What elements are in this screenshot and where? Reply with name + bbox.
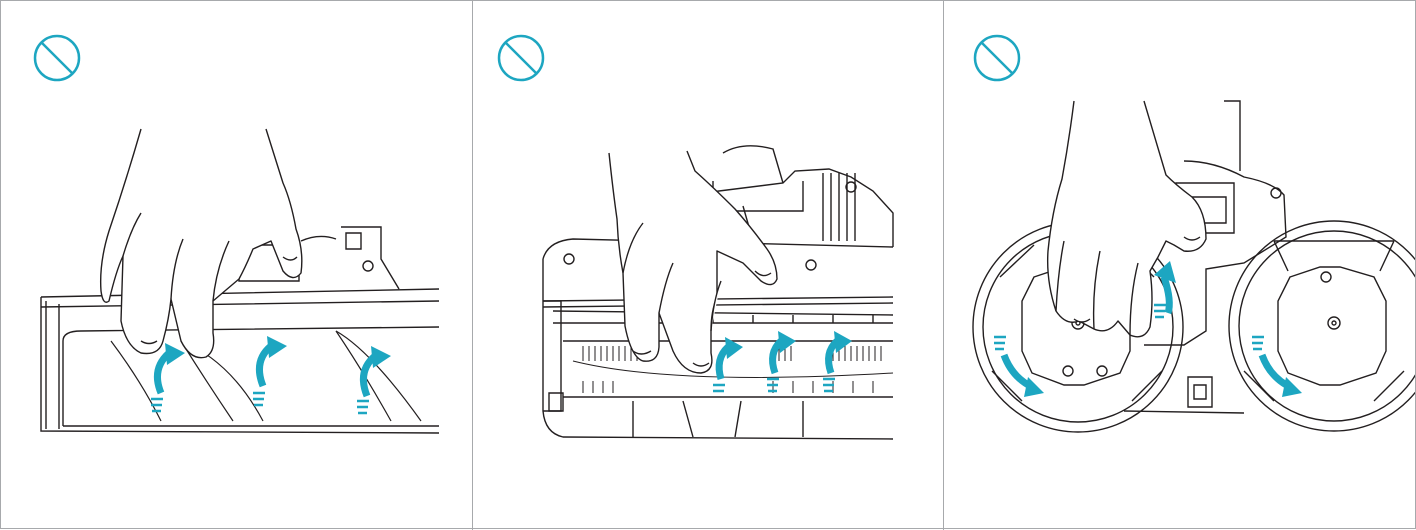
- hand: [1048, 101, 1206, 337]
- rotation-arrows: [713, 331, 852, 391]
- prohibited-icon: [975, 36, 1019, 80]
- panel-2-illustration: [473, 1, 943, 530]
- panel-bristle-brush: [473, 1, 943, 530]
- prohibited-icon: [35, 36, 79, 80]
- panel-mop-discs: [944, 1, 1415, 530]
- panel-3-illustration: [944, 1, 1415, 530]
- panel-roller-brush: [1, 1, 472, 530]
- hand: [609, 151, 777, 373]
- panel-1-illustration: [1, 1, 472, 530]
- hand: [101, 129, 302, 358]
- right-mop-disc: [1229, 221, 1415, 431]
- prohibited-icon: [499, 36, 543, 80]
